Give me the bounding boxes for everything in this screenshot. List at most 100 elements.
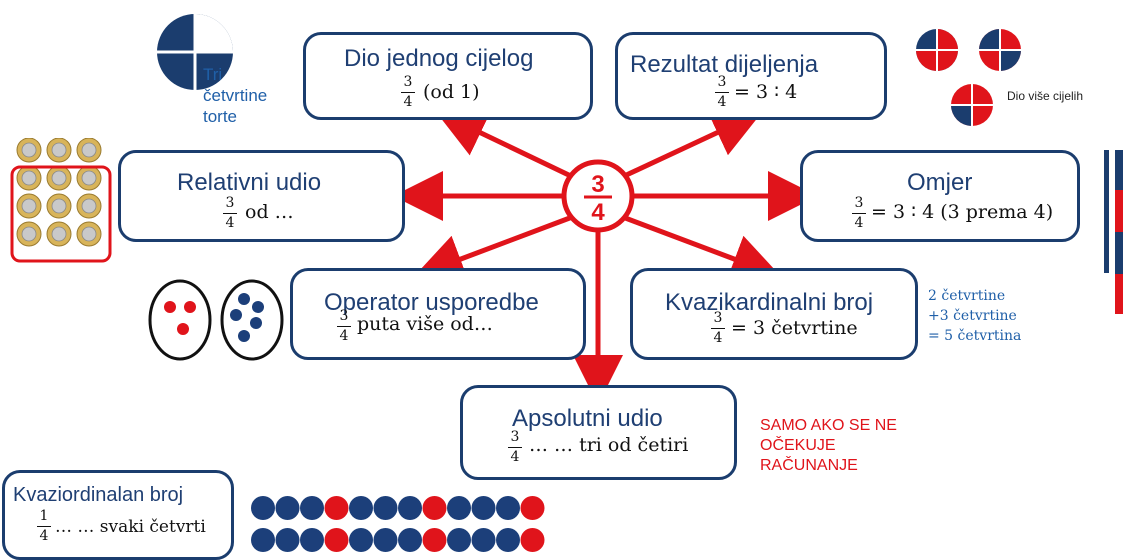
title-division-result: Rezultat dijeljenja xyxy=(630,51,819,78)
sum-line3: = 5 četvrtina xyxy=(928,328,1022,344)
ordinal-beads-icon xyxy=(251,496,545,552)
denominator: 4 xyxy=(854,215,864,231)
coin-center xyxy=(51,226,67,242)
title-part-of-whole: Dio jednog cijelog xyxy=(344,45,534,72)
expr-absolute-share: … … tri od četiri xyxy=(529,434,689,456)
quarters-sum-note: 2 četvrtine +3 četvrtine = 5 četvrtina xyxy=(928,286,1021,346)
coin-center xyxy=(51,198,67,214)
bead-blue xyxy=(398,496,422,520)
bead-blue xyxy=(251,528,275,552)
title-quasi-cardinal: Kvazikardinalni broj xyxy=(665,289,874,316)
multi-wholes-note: Dio više cijelih xyxy=(1007,89,1084,103)
cake-pie-icon xyxy=(157,14,233,90)
bead-blue xyxy=(496,496,520,520)
circle-3 xyxy=(951,84,993,126)
bead-blue xyxy=(373,496,398,520)
numerator: 3 xyxy=(510,429,520,445)
bead-blue xyxy=(251,496,275,520)
bead-blue xyxy=(373,528,398,552)
bead-blue xyxy=(447,528,471,552)
expr-relative-share: od … xyxy=(245,201,294,223)
title-comparison-operator: Operator usporedbe xyxy=(324,289,539,316)
coin-center xyxy=(81,142,97,158)
center-denominator: 4 xyxy=(591,199,605,226)
expr-ratio: = 3 ∶ 4 (3 prema 4) xyxy=(871,201,1054,223)
coin-center xyxy=(51,142,67,158)
denominator: 4 xyxy=(510,449,520,465)
numerator: 3 xyxy=(854,195,864,211)
bead-red xyxy=(520,528,545,552)
denominator: 4 xyxy=(403,94,413,110)
expr-comparison-operator: puta više od… xyxy=(357,313,493,335)
multi-wholes-icon xyxy=(916,29,1021,126)
circle-1 xyxy=(916,29,958,71)
warning-line3: RAČUNANJE xyxy=(760,457,858,474)
denominator: 4 xyxy=(717,94,727,110)
denominator: 4 xyxy=(39,528,49,544)
bead-blue xyxy=(300,528,324,552)
cake-note: Tri četvrtine torte xyxy=(203,64,267,127)
bead-red xyxy=(324,496,349,520)
bead-blue xyxy=(447,496,471,520)
coins-frame xyxy=(10,165,112,263)
denominator: 4 xyxy=(713,330,723,346)
bead-blue xyxy=(349,496,373,520)
title-relative-share: Relativni udio xyxy=(177,169,322,196)
coin-center xyxy=(81,226,97,242)
cake-note-line3: torte xyxy=(203,107,238,126)
coin-center xyxy=(81,170,97,186)
arrow-to-comparison-operator xyxy=(413,213,576,283)
bead-blue xyxy=(496,528,520,552)
bead-blue xyxy=(398,528,422,552)
coin-center xyxy=(21,142,37,158)
arrow-to-quasi-cardinal xyxy=(619,213,782,283)
denominator: 4 xyxy=(339,328,349,344)
bead-red xyxy=(422,496,447,520)
cake-note-line1: Tri xyxy=(203,65,223,84)
center-numerator: 3 xyxy=(591,171,604,198)
arrow-to-part-of-whole xyxy=(435,110,577,181)
denominator: 4 xyxy=(225,215,235,231)
ratio-stripes-icon xyxy=(1104,150,1123,314)
sum-line2: +3 četvrtine xyxy=(928,308,1017,324)
coin-center xyxy=(51,170,67,186)
title-quasi-ordinal: Kvaziordinalan broj xyxy=(13,484,184,506)
warning-line2: OČEKUJE xyxy=(760,437,836,454)
bead-blue xyxy=(471,528,496,552)
sum-line1: 2 četvrtine xyxy=(928,288,1006,304)
numerator: 3 xyxy=(339,308,349,324)
expr-part-of-whole: (od 1) xyxy=(423,81,480,103)
bead-blue xyxy=(349,528,373,552)
bead-blue xyxy=(275,528,300,552)
coin-center xyxy=(81,198,97,214)
title-ratio: Omjer xyxy=(907,169,973,196)
bead-red xyxy=(324,528,349,552)
expr-division-result: = 3 ∶ 4 xyxy=(734,81,798,103)
numerator: 3 xyxy=(717,74,727,90)
bead-blue xyxy=(275,496,300,520)
numerator: 3 xyxy=(225,195,235,211)
coins-icon xyxy=(10,138,112,263)
arrow-to-division-result xyxy=(618,109,763,181)
bead-red xyxy=(520,496,545,520)
numerator: 3 xyxy=(403,74,413,90)
title-absolute-share: Apsolutni udio xyxy=(512,405,663,432)
